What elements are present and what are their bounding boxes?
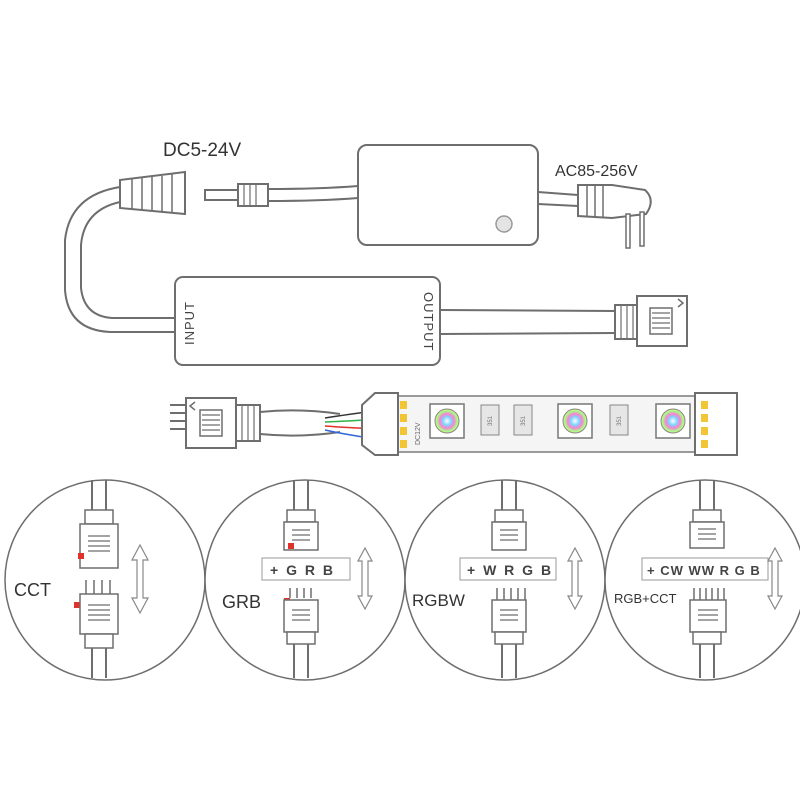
mode-circle-cct: CCT <box>4 479 206 681</box>
led-chip-1 <box>429 403 465 439</box>
strip-voltage-label: DC12V <box>415 422 422 445</box>
strip-connector <box>170 397 261 449</box>
input-cable-inner <box>80 201 175 319</box>
svg-text:351: 351 <box>488 415 494 426</box>
pinout-text-grb: + G R B <box>270 562 335 578</box>
svg-text:351: 351 <box>617 415 623 426</box>
input-cable <box>64 186 175 333</box>
mode-label-rgbcct: RGB+CCT <box>614 591 677 606</box>
output-cable <box>439 309 616 335</box>
ac-cord-inner <box>537 203 579 207</box>
pinout-box-grb <box>261 557 351 581</box>
controller-output-label: OUTPUT <box>421 292 436 351</box>
strip-pads-right <box>701 401 708 448</box>
dc-female-jack <box>119 170 186 216</box>
pinout-text-rgbw: + W R G B <box>467 562 553 578</box>
resistor-1: 351 <box>480 404 500 436</box>
mode-circle-grb: + G R B GRB <box>204 479 406 681</box>
dc-cable <box>267 185 359 202</box>
controller: INPUT OUTPUT <box>174 276 688 366</box>
mode-label-grb: GRB <box>222 592 261 612</box>
pinout-box-rgbcct <box>641 557 769 581</box>
strip-cable <box>259 409 341 437</box>
ac-cord <box>537 191 579 196</box>
controller-input-label: INPUT <box>182 301 197 345</box>
strip-pads-left <box>400 401 407 448</box>
resistor-2: 351 <box>513 404 533 436</box>
mode-circle-rgbw: + W R G B RGBW <box>404 479 606 681</box>
resistor-3: 351 <box>609 404 629 436</box>
mode-circle-rgbcct: + CW WW R G B RGB+CCT <box>604 479 800 681</box>
mode-label-cct: CCT <box>14 580 51 600</box>
pinout-box-rgbw <box>459 557 557 581</box>
strip-clip <box>361 392 399 456</box>
power-supply: DC5-24V AC85-256V <box>64 140 652 333</box>
adapter-body <box>357 144 539 246</box>
ac-voltage-label: AC85-256V <box>555 163 638 180</box>
led-strip-assembly: DC12V 351 351 351 <box>170 392 738 456</box>
dc-male-plug <box>204 183 269 207</box>
dc-voltage-label: DC5-24V <box>163 140 241 161</box>
led-chip-2 <box>557 403 593 439</box>
svg-text:351: 351 <box>521 415 527 426</box>
output-connector <box>614 295 688 347</box>
ac-plug <box>577 184 652 249</box>
mode-label-rgbw: RGBW <box>412 591 465 610</box>
led-chip-3 <box>655 403 691 439</box>
pinout-text-rgbcct: + CW WW R G B <box>647 563 761 578</box>
adapter-led-indicator <box>495 215 513 233</box>
controller-body <box>174 276 441 366</box>
